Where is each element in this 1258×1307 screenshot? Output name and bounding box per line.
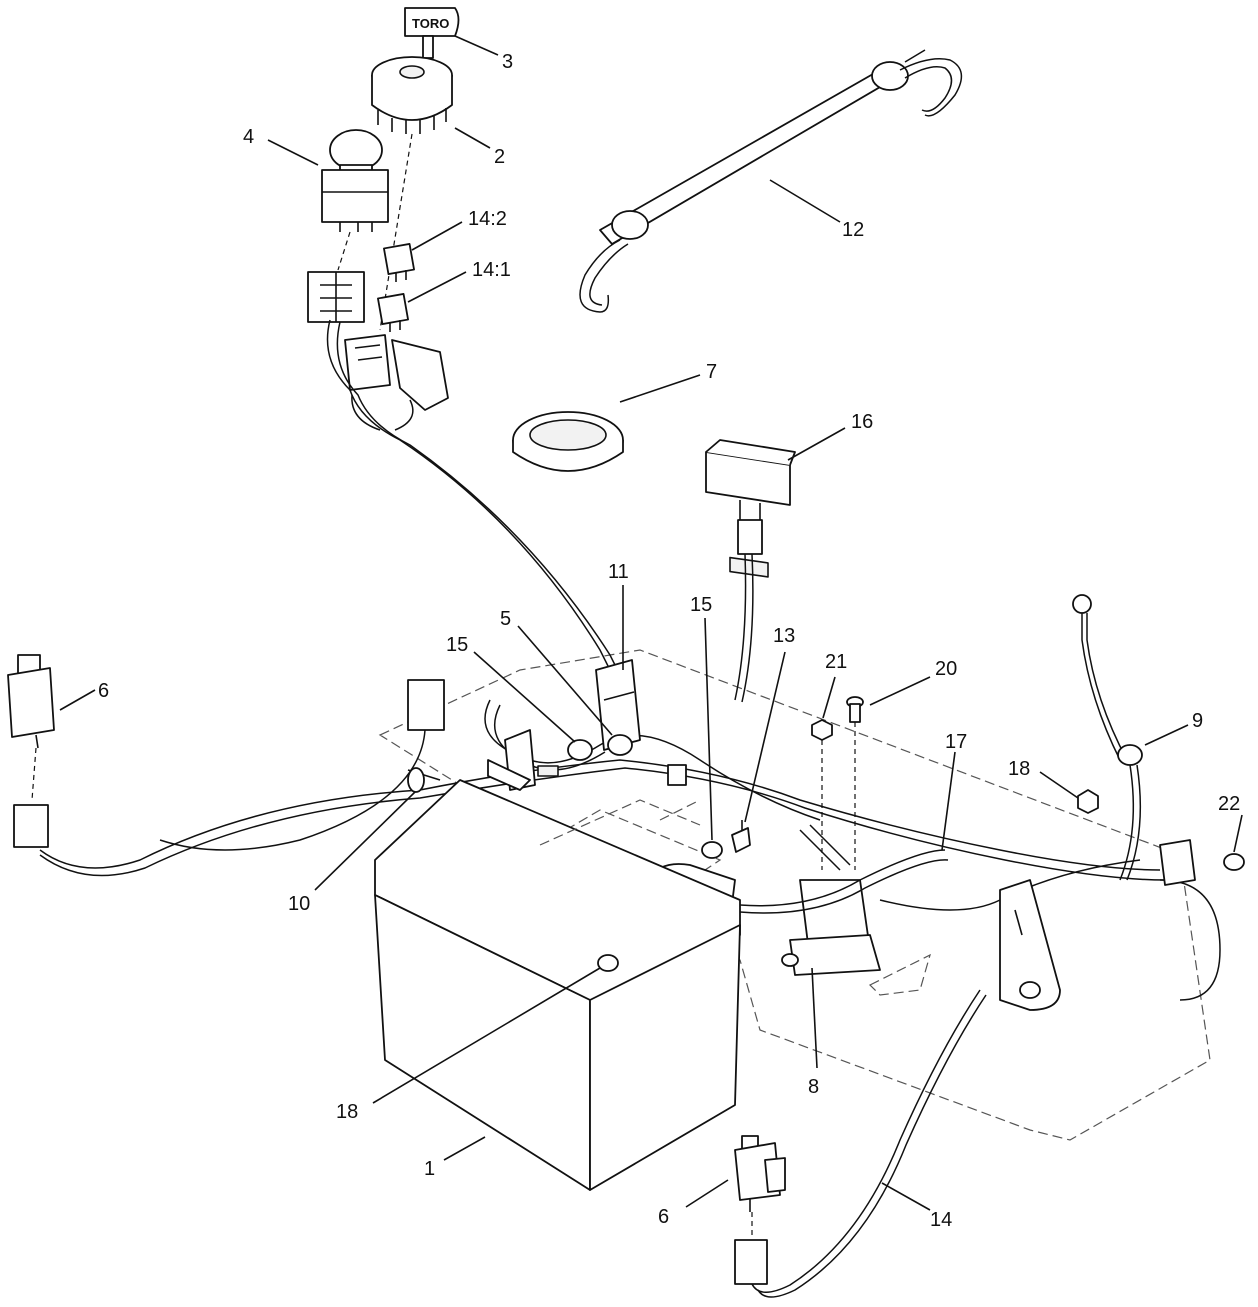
callout-15-center: 15: [690, 594, 712, 616]
callout-13: 13: [773, 625, 795, 647]
callout-18-right: 18: [1008, 758, 1030, 780]
hood-prop-rod: [579, 49, 963, 313]
bolt-20: [846, 696, 864, 723]
ignition-switch: [371, 56, 453, 134]
fuse-14-1: [377, 293, 409, 332]
callout-15-left: 15: [446, 634, 468, 656]
callout-7: 7: [706, 361, 717, 383]
callout-3: 3: [502, 51, 513, 73]
callout-labels: 3 2 4 14:2 14:1 12 7 16 11 15 15 5 13 21…: [98, 51, 1240, 1231]
svg-text:TORO: TORO: [412, 16, 449, 31]
callout-1: 1: [424, 1158, 435, 1180]
callout-14-1: 14:1: [472, 259, 511, 281]
frame-bracket: [999, 879, 1061, 1011]
callout-2: 2: [494, 146, 505, 168]
callout-18-left: 18: [336, 1101, 358, 1123]
wire-harness: [39, 319, 1221, 1001]
pto-switch: [321, 129, 389, 232]
fuse-holder: [344, 334, 449, 411]
ignition-key: TORO: [404, 7, 460, 59]
callout-6-left: 6: [98, 680, 109, 702]
fuse-14-2: [383, 243, 415, 282]
screw-13: [731, 820, 751, 853]
callout-6-bottom: 6: [658, 1206, 669, 1228]
nut-21: [811, 719, 833, 741]
harness-plug-10: [159, 679, 445, 851]
ground-cable: [1072, 594, 1143, 881]
callout-17: 17: [945, 731, 967, 753]
callout-22: 22: [1218, 793, 1240, 815]
callout-12: 12: [842, 219, 864, 241]
washer-15: [701, 841, 723, 859]
callout-8: 8: [808, 1076, 819, 1098]
starter-solenoid: [781, 824, 881, 976]
callout-21: 21: [825, 651, 847, 673]
harness-connector: [307, 271, 365, 323]
callout-14-2: 14:2: [468, 208, 507, 230]
callout-5: 5: [500, 608, 511, 630]
seat-switch-left: [7, 654, 55, 848]
callout-16: 16: [851, 411, 873, 433]
callout-14: 14: [930, 1209, 952, 1231]
callout-4: 4: [243, 126, 254, 148]
callout-9: 9: [1192, 710, 1203, 732]
hour-meter: [705, 439, 796, 703]
leader-lines: [59, 35, 1243, 1211]
nut-18-right: [1077, 789, 1099, 814]
hole-plug: [512, 411, 624, 472]
callout-11: 11: [608, 561, 629, 583]
callout-20: 20: [935, 658, 957, 680]
connector-right: [1159, 839, 1245, 886]
battery: [374, 759, 741, 1191]
callout-10: 10: [288, 893, 310, 915]
seat-switch-bottom: [734, 989, 987, 1298]
